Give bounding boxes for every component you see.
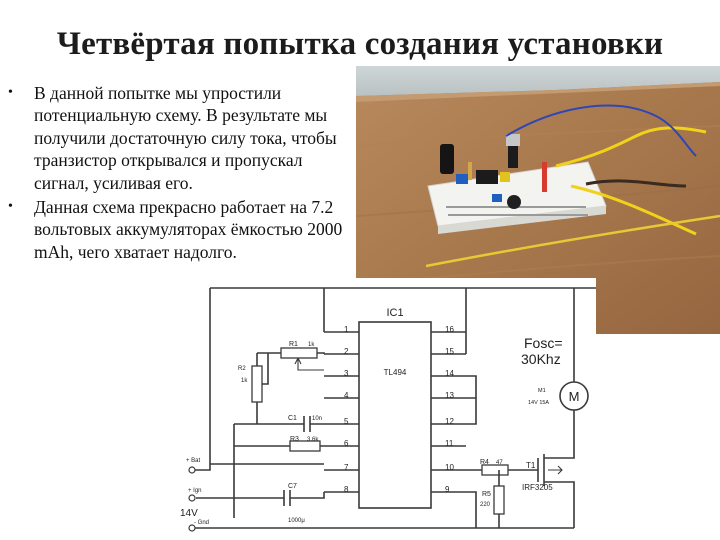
bullet-text: В данной попытке мы упростили потенциаль… (34, 83, 337, 193)
mosfet-label: IRF3205 (522, 483, 553, 492)
bat-terminal (188, 466, 196, 474)
r2-value: 1k (241, 378, 248, 384)
c7-value: 1000μ (288, 518, 305, 524)
r2-label: R2 (238, 366, 246, 372)
pin-label: 15 (445, 347, 454, 356)
c1-value: 10n (312, 416, 322, 422)
slide-title: Четвёртая попытка создания установки (56, 26, 664, 62)
t1-mosfet (537, 450, 575, 528)
voltage-label: 14V (180, 508, 198, 519)
ign-terminal (188, 494, 196, 502)
r5-resistor (493, 485, 505, 515)
r4-resistor (481, 464, 509, 476)
right-pins: 16 15 14 13 12 11 10 9 (431, 325, 466, 494)
bullet-marker: • (8, 199, 13, 215)
bullet-item: • Данная схема прекрасно работает на 7.2… (8, 196, 353, 263)
pin-label: 2 (344, 347, 349, 356)
pin-label: 8 (344, 485, 349, 494)
circuit-schematic: IC1 TL494 1 2 3 4 5 6 7 8 16 15 14 13 12… (176, 278, 596, 540)
r3-label: R3 (290, 436, 299, 443)
pin-label: 14 (445, 369, 454, 378)
motor-letter: M (569, 389, 580, 404)
r4-value: 47 (496, 460, 503, 466)
r4-label: R4 (480, 459, 489, 466)
r5-value: 220 (480, 502, 491, 508)
fosc-value: 30Khz (521, 351, 561, 367)
r1-value: 1k (308, 342, 315, 348)
left-pins: 1 2 3 4 5 6 7 8 (324, 325, 359, 494)
t1-label: T1 (526, 461, 536, 470)
bullet-marker: • (8, 85, 13, 100)
bullet-text: Данная схема прекрасно работает на 7.2 в… (34, 197, 343, 262)
pin-label: 9 (445, 485, 450, 494)
ic-body (358, 321, 432, 509)
c1-capacitor (303, 416, 311, 432)
pin-label: 13 (445, 391, 454, 400)
r5-label: R5 (482, 491, 491, 498)
bullet-item: • В данной попытке мы упростили потенциа… (8, 82, 353, 194)
pin-label: 12 (445, 417, 454, 426)
pin-label: 3 (344, 369, 349, 378)
gnd-label: - Gnd (194, 520, 209, 526)
pin-label: 5 (344, 417, 349, 426)
pin-label: 6 (344, 439, 349, 448)
r2-resistor (251, 365, 263, 403)
ign-label: + Ign (188, 488, 202, 494)
motor-id: M1 (538, 388, 546, 394)
r1-resistor (280, 347, 318, 359)
r1-label: R1 (289, 341, 298, 348)
pin-label: 10 (445, 463, 454, 472)
bat-label: + Bat (186, 458, 201, 464)
pin-label: 1 (344, 325, 349, 334)
fosc-label: Fosc= (524, 335, 563, 351)
r3-value: 3.6k (307, 437, 319, 443)
pin-label: 11 (445, 439, 454, 448)
c1-label: C1 (288, 415, 297, 422)
c7-capacitor (283, 490, 291, 506)
bullet-list: • В данной попытке мы упростили потенциа… (8, 82, 353, 265)
pin-label: 16 (445, 325, 454, 334)
pin-label: 4 (344, 391, 349, 400)
ic-chip: TL494 (384, 368, 407, 377)
pin-label: 7 (344, 463, 349, 472)
motor-rating: 14V 15A (528, 400, 549, 406)
ic-name: IC1 (386, 307, 403, 319)
c7-label: C7 (288, 483, 297, 490)
